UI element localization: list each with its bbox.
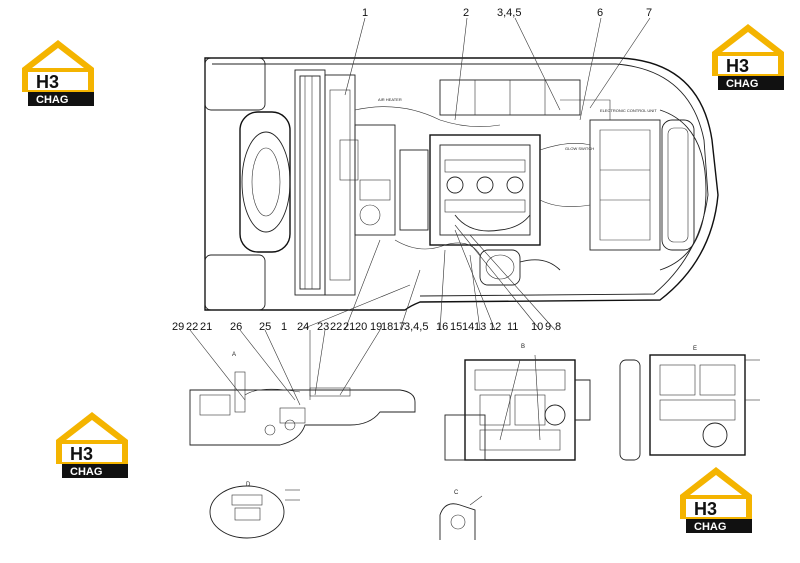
logo-mark: H3 — [36, 72, 59, 92]
callout-14: 14 — [462, 321, 474, 333]
logo-brand: CHAG — [726, 78, 758, 90]
label-electronic-control-unit: ELECTRONIC CONTROL UNIT — [600, 108, 657, 113]
view-e-detail: E — [619, 346, 760, 461]
logo-brand: CHAG — [694, 521, 726, 533]
callout-21b: 21 — [343, 321, 355, 333]
callout-12: 12 — [489, 321, 501, 333]
callout-13: 13 — [474, 321, 486, 333]
logo-bottom-left: H3 CHAG — [56, 412, 128, 478]
callout-3-4-5b: 3,4,5 — [404, 321, 428, 333]
callout-16: 16 — [436, 321, 448, 333]
logo-mark: H3 — [694, 499, 717, 519]
callout-23: 23 — [317, 321, 329, 333]
callout-10: 10 — [531, 321, 543, 333]
callout-19: 19 — [370, 321, 382, 333]
callout-8: 8 — [555, 321, 561, 333]
callout-29: 29 — [172, 321, 184, 333]
callout-1: 1 — [362, 7, 368, 19]
view-c-detail: C — [439, 490, 483, 540]
callout-1b: 1 — [281, 321, 287, 333]
callout-22b: 22 — [330, 321, 342, 333]
view-b-label: B — [521, 344, 525, 350]
view-a-detail: A — [189, 352, 416, 446]
label-air-heater: AIR HEATER — [378, 97, 402, 102]
callout-7: 7 — [646, 7, 652, 19]
logo-top-left: H3 CHAG — [22, 40, 94, 106]
logo-mark: H3 — [726, 56, 749, 76]
logo-top-right: H3 CHAG — [712, 24, 784, 90]
view-e-label: E — [693, 346, 697, 352]
callout-22a: 22 — [186, 321, 198, 333]
callout-20: 20 — [355, 321, 367, 333]
callout-6: 6 — [597, 7, 603, 19]
callout-25: 25 — [259, 321, 271, 333]
callout-3-4-5: 3,4,5 — [497, 7, 521, 19]
logo-brand: CHAG — [36, 94, 68, 106]
callout-15: 15 — [450, 321, 462, 333]
callout-26: 26 — [230, 321, 242, 333]
callout-21a: 21 — [200, 321, 212, 333]
label-glow-switch: GLOW SWITCH — [565, 146, 594, 151]
logo-mark: H3 — [70, 444, 93, 464]
logo-brand: CHAG — [70, 466, 102, 478]
callout-11: 11 — [507, 321, 518, 333]
machine-top-view: AIR HEATER GLOW SWITCH ELECTRONIC CONTRO… — [204, 57, 719, 311]
view-c-label: C — [454, 490, 459, 496]
bottom-callouts: 29 22 21 26 25 1 24 23 22 21 20 19 18 17… — [172, 321, 561, 333]
top-callouts: 1 2 3,4,5 6 7 — [362, 7, 652, 19]
view-b-detail: B — [444, 344, 591, 461]
view-d-detail: D — [209, 482, 300, 539]
callout-2: 2 — [463, 7, 469, 19]
view-a-label: A — [232, 352, 236, 358]
callout-17: 17 — [393, 321, 405, 333]
callout-9: 9 — [545, 321, 551, 333]
logo-bottom-right: H3 CHAG — [680, 467, 752, 533]
view-d-label: D — [246, 482, 251, 488]
top-leaders — [344, 17, 651, 121]
callout-18: 18 — [381, 321, 393, 333]
callout-24: 24 — [297, 321, 309, 333]
